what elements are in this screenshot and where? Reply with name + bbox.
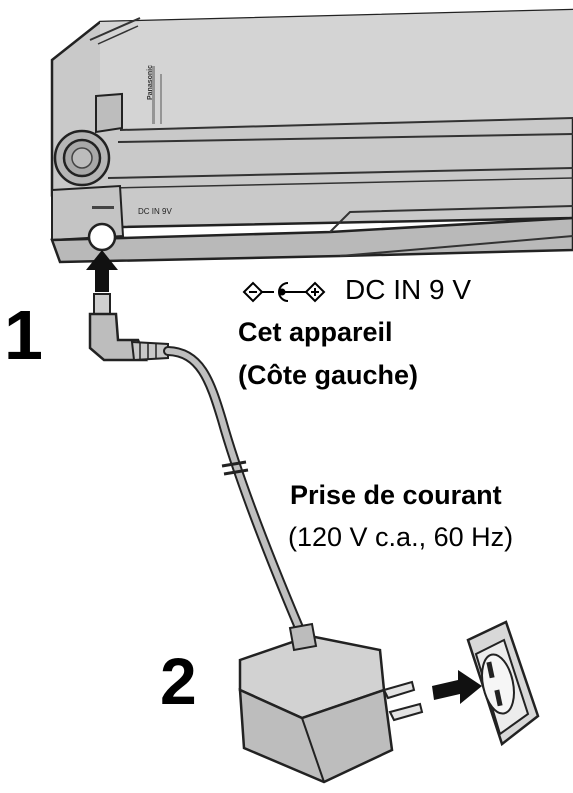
- dc-polarity-icon: [242, 281, 326, 303]
- device-label-line2: (Côte gauche): [238, 360, 419, 390]
- step-number-2: 2: [160, 644, 197, 718]
- ac-adapter: [238, 622, 424, 784]
- insert-arrow: [432, 670, 482, 704]
- power-cable: [163, 346, 305, 635]
- dc-input-label: DC IN 9 V: [345, 274, 472, 305]
- device-brand-text: Panasonic: [147, 65, 154, 100]
- device-label-line1: Cet appareil: [238, 317, 393, 347]
- device-port-text: DC IN 9V: [138, 207, 172, 216]
- wall-outlet: [466, 620, 540, 747]
- plug-in-arrow: [86, 250, 118, 292]
- step-number-1: 1: [4, 296, 43, 374]
- device-illustration: [50, 8, 573, 264]
- outlet-label-line1: Prise de courant: [290, 480, 502, 510]
- outlet-label-line2: (120 V c.a., 60 Hz): [288, 522, 514, 552]
- dc-plug: [88, 293, 169, 362]
